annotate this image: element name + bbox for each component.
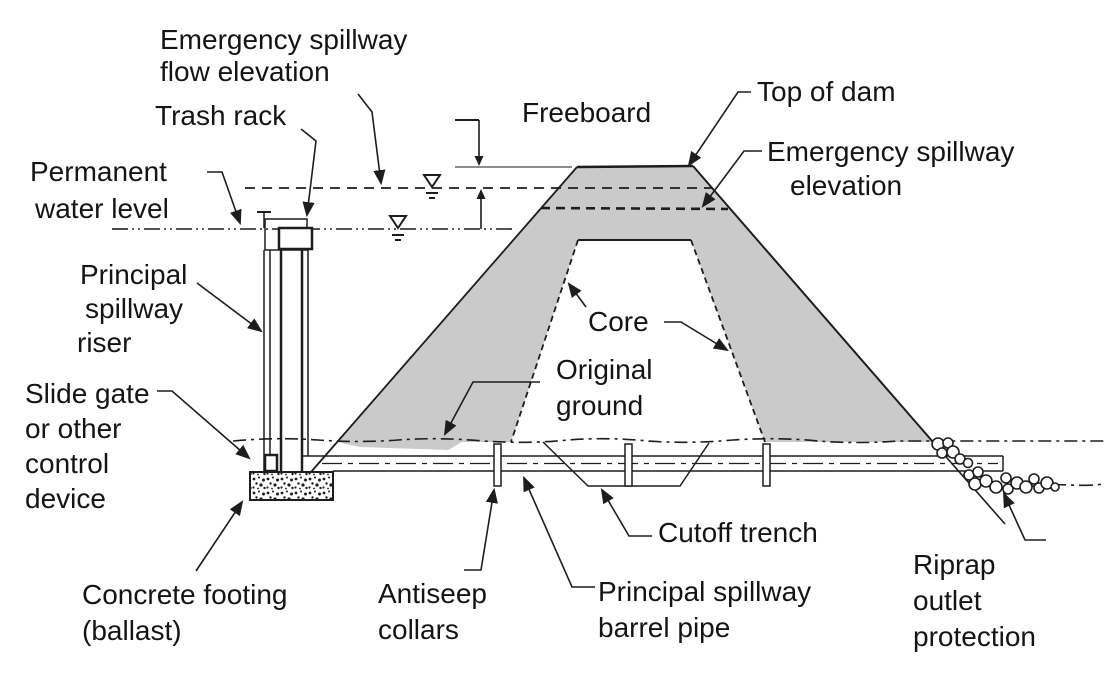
label-principal-spillway-riser-line1: Principal — [80, 259, 187, 290]
water-surface-symbol-flood — [422, 174, 442, 199]
riprap-rocks — [931, 437, 1060, 495]
leader-core-right — [664, 321, 729, 352]
label-permanent-water-level-line2: water level — [34, 193, 169, 224]
leader-cutoff-trench — [600, 488, 652, 537]
label-antiseep-collars-line1: Antiseep — [378, 578, 487, 609]
antiseep-collar-2 — [624, 443, 633, 487]
leader-slide-gate — [157, 390, 251, 460]
antiseep-collar-1 — [493, 443, 502, 487]
label-slide-gate-line2: or other — [25, 413, 122, 444]
leader-emergency-spillway-flow-elevation — [357, 93, 386, 186]
leader-original-ground — [443, 381, 540, 437]
riser-opening — [277, 226, 314, 251]
label-permanent-water-level-line1: Permanent — [30, 156, 167, 187]
upstream-face-line — [310, 166, 578, 473]
label-emergency-spillway-elevation-line1: Emergency spillway — [767, 136, 1014, 167]
leader-permanent-water-level — [207, 171, 242, 226]
label-slide-gate-line4: device — [25, 483, 106, 514]
concrete-footing-rect — [249, 471, 334, 501]
label-principal-spillway-barrel-pipe-line2: barrel pipe — [598, 612, 730, 643]
antiseep-collar-3 — [762, 443, 771, 487]
embankment-toe-fill — [337, 442, 462, 450]
label-riprap-outlet-protection-line2: outlet — [913, 585, 982, 616]
core-left-face — [510, 239, 579, 443]
cutoff-trench-outline — [542, 441, 710, 487]
label-riprap-outlet-protection-line3: protection — [913, 621, 1036, 652]
label-core: Core — [588, 306, 649, 337]
label-concrete-footing-line1: Concrete footing — [82, 579, 287, 610]
downstream-face-line — [692, 165, 934, 443]
leader-riprap-outlet-protection — [1003, 491, 1046, 541]
freeboard-dimension — [455, 119, 486, 229]
label-cutoff-trench: Cutoff trench — [658, 517, 818, 548]
leader-concrete-footing — [195, 500, 244, 572]
original-ground-line — [232, 437, 1104, 444]
leader-trash-rack — [300, 128, 317, 218]
label-freeboard: Freeboard — [522, 97, 651, 128]
leader-antiseep-collars — [464, 487, 498, 571]
label-concrete-footing-line2: (ballast) — [82, 615, 182, 646]
label-slide-gate-line1: Slide gate — [25, 378, 150, 409]
label-riprap-outlet-protection-line1: Riprap — [913, 549, 995, 580]
core-right-face — [690, 239, 766, 443]
leader-emergency-spillway-elevation — [701, 150, 762, 208]
label-principal-spillway-riser-line3: riser — [77, 327, 131, 358]
slide-gate-rect — [263, 453, 279, 473]
label-emergency-spillway-flow-elevation-line1: Emergency spillway — [160, 24, 407, 55]
leader-core-left — [567, 282, 587, 308]
label-trash-rack: Trash rack — [155, 100, 287, 131]
emergency-spillway-elevation-line — [540, 206, 729, 211]
label-original-ground-line1: Original — [556, 354, 652, 385]
label-slide-gate-line3: control — [25, 448, 109, 479]
label-top-of-dam: Top of dam — [757, 76, 896, 107]
crest-line — [576, 164, 694, 169]
leader-principal-spillway-barrel-pipe — [523, 475, 595, 588]
leader-top-of-dam — [687, 91, 751, 167]
water-surface-symbol-permanent — [388, 215, 408, 241]
label-principal-spillway-riser-line2: spillway — [85, 293, 183, 324]
label-emergency-spillway-flow-elevation-line2: flow elevation — [160, 56, 330, 87]
label-principal-spillway-barrel-pipe-line1: Principal spillway — [598, 576, 811, 607]
label-emergency-spillway-elevation-line2: elevation — [790, 170, 902, 201]
leader-principal-spillway-riser — [196, 282, 263, 333]
label-original-ground-line2: ground — [556, 390, 643, 421]
label-antiseep-collars-line2: collars — [378, 614, 459, 645]
